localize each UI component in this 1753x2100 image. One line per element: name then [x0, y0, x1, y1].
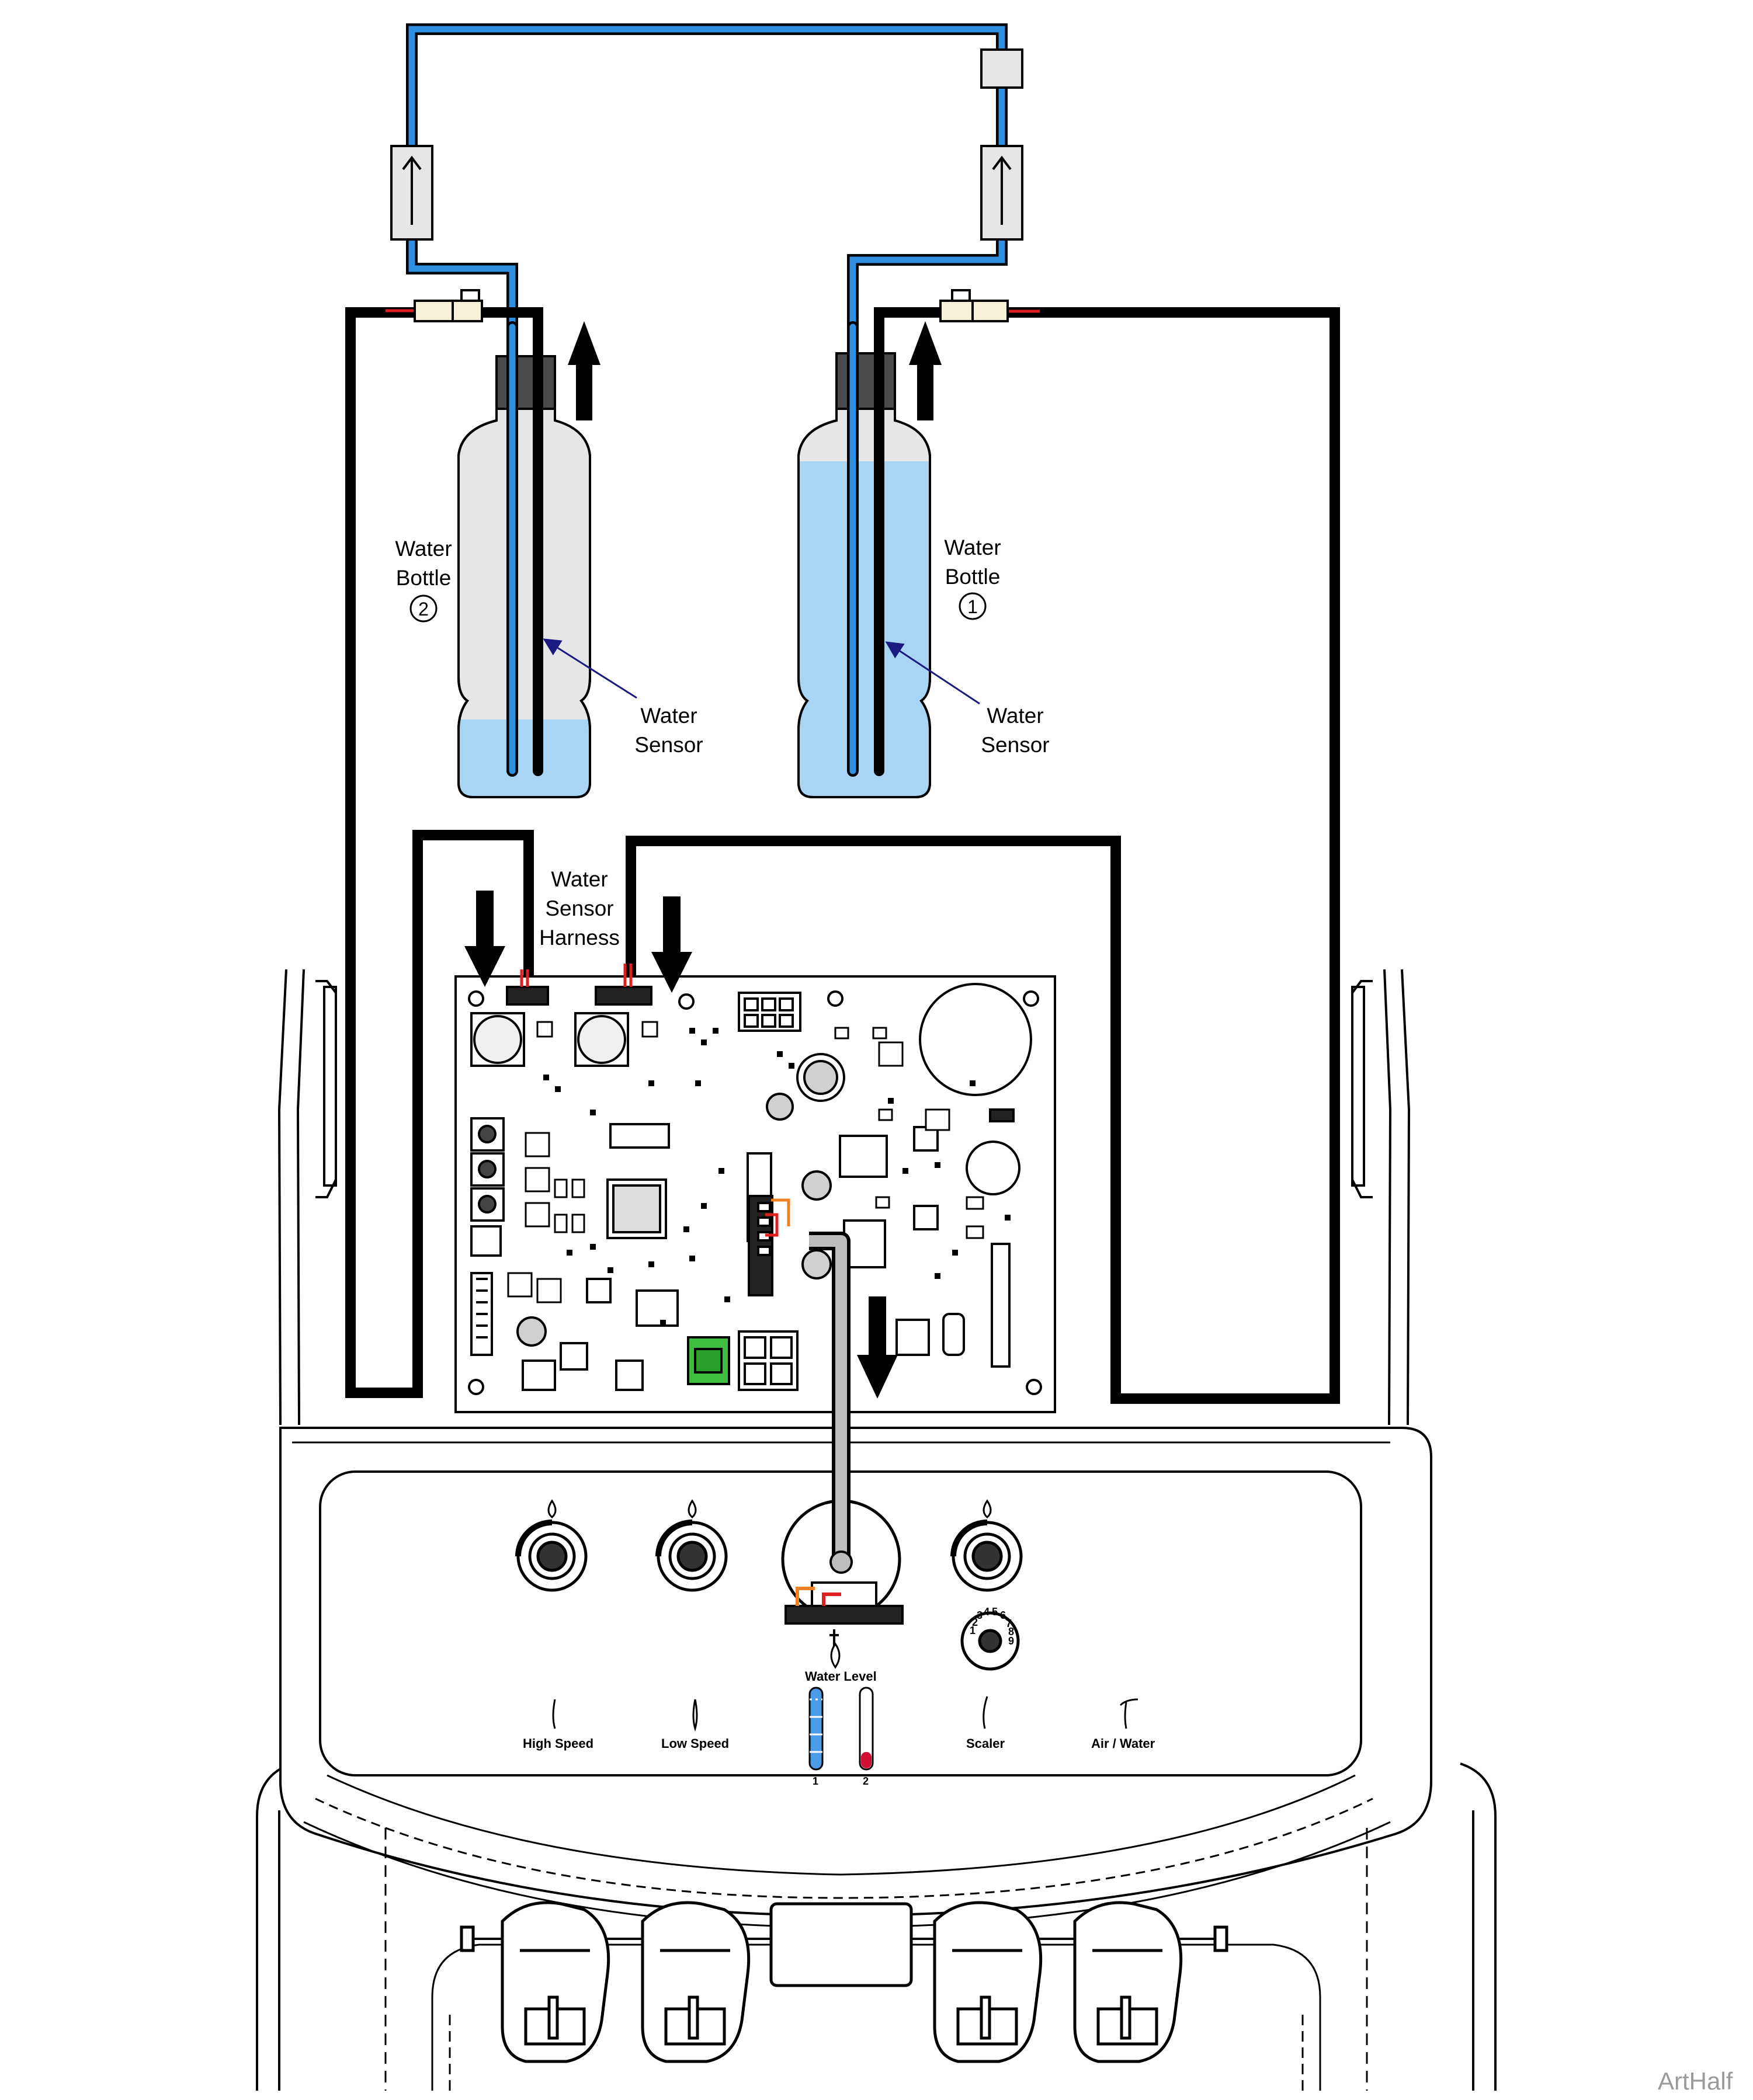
svg-text:Sensor: Sensor [634, 733, 703, 757]
low-speed-label: Low Speed [661, 1736, 729, 1751]
svg-text:3: 3 [977, 1609, 983, 1621]
holder-2 [641, 1901, 751, 2063]
holder-3 [933, 1901, 1043, 2063]
tubing-coupler [980, 48, 1023, 89]
bottle-1-label: Water Bottle 1 [944, 536, 1001, 620]
check-valve-right [980, 145, 1023, 241]
control-circuit-board [454, 975, 1056, 1413]
svg-text:Bottle: Bottle [396, 566, 452, 590]
check-valve-left [390, 145, 433, 241]
water-level-indicator [808, 1687, 874, 1771]
level-sensor-tube [809, 1232, 853, 1574]
svg-text:7: 7 [1006, 1618, 1012, 1629]
svg-text:5: 5 [992, 1606, 998, 1618]
level-bar-1 [808, 1687, 824, 1771]
harness-label: Water Sensor Harness [539, 867, 620, 950]
flow-arrows [464, 321, 942, 1399]
bottle-2-label: Water Bottle 2 [395, 537, 452, 623]
svg-text:Water: Water [987, 704, 1043, 728]
bottle-probes [506, 310, 884, 777]
probe-connector-left [414, 289, 483, 322]
harness-red-leads [386, 309, 1040, 1237]
knob-scaler [950, 1499, 1023, 1592]
svg-text:1: 1 [970, 1625, 976, 1636]
water-bottle-2 [457, 355, 591, 798]
down-arrow-harness-left [464, 891, 505, 987]
level-bar-2 [859, 1687, 874, 1771]
watermark: ArtHalf [1658, 2067, 1733, 2095]
svg-text:6: 6 [1000, 1609, 1006, 1621]
svg-text:Sensor: Sensor [981, 733, 1049, 757]
harness-orange-lead [771, 1198, 790, 1226]
up-arrow-right [909, 321, 942, 420]
level-2-label: 2 [863, 1775, 869, 1787]
dial-numbers: 1 2 3 4 5 6 7 8 9 [970, 1606, 1014, 1647]
svg-text:Sensor: Sensor [545, 896, 613, 920]
high-speed-label: High Speed [523, 1736, 593, 1751]
svg-text:4: 4 [984, 1606, 990, 1618]
leader-arrows [543, 638, 980, 705]
air-water-label: Air / Water [1091, 1736, 1155, 1751]
svg-text:2: 2 [418, 599, 429, 620]
water-sensor-label-right: Water Sensor [981, 704, 1049, 757]
svg-text:2: 2 [972, 1616, 978, 1628]
svg-text:Water: Water [944, 536, 1001, 559]
down-arrow-board [857, 1296, 898, 1399]
instrument-holders [460, 1901, 1228, 2063]
water-sensor-label-left: Water Sensor [634, 704, 703, 757]
cart-body [256, 969, 1497, 2091]
holder-1 [501, 1901, 610, 2063]
instrument-icons [552, 1696, 1138, 1732]
svg-text:Harness: Harness [539, 926, 620, 950]
svg-text:9: 9 [1008, 1635, 1014, 1647]
knob-high-speed [515, 1499, 588, 1592]
level-1-label: 1 [813, 1775, 818, 1787]
probe-connector-right [939, 289, 1009, 322]
panel-connector [784, 1581, 904, 1669]
svg-text:Bottle: Bottle [945, 565, 1001, 589]
holder-4 [1073, 1901, 1183, 2063]
svg-text:Water: Water [395, 537, 452, 561]
svg-text:Water: Water [640, 704, 697, 728]
knob-low-speed [655, 1499, 728, 1592]
svg-text:8: 8 [1008, 1626, 1014, 1637]
water-level-label: Water Level [805, 1669, 877, 1684]
scaler-power-dial [960, 1611, 1020, 1671]
water-bottle-1 [797, 352, 931, 798]
up-arrow-left [568, 321, 600, 420]
scaler-label: Scaler [966, 1736, 1005, 1751]
svg-text:Water: Water [551, 867, 608, 891]
water-tubing-inner [408, 26, 1005, 771]
down-arrow-harness-right [651, 896, 692, 993]
svg-text:1: 1 [967, 596, 978, 617]
